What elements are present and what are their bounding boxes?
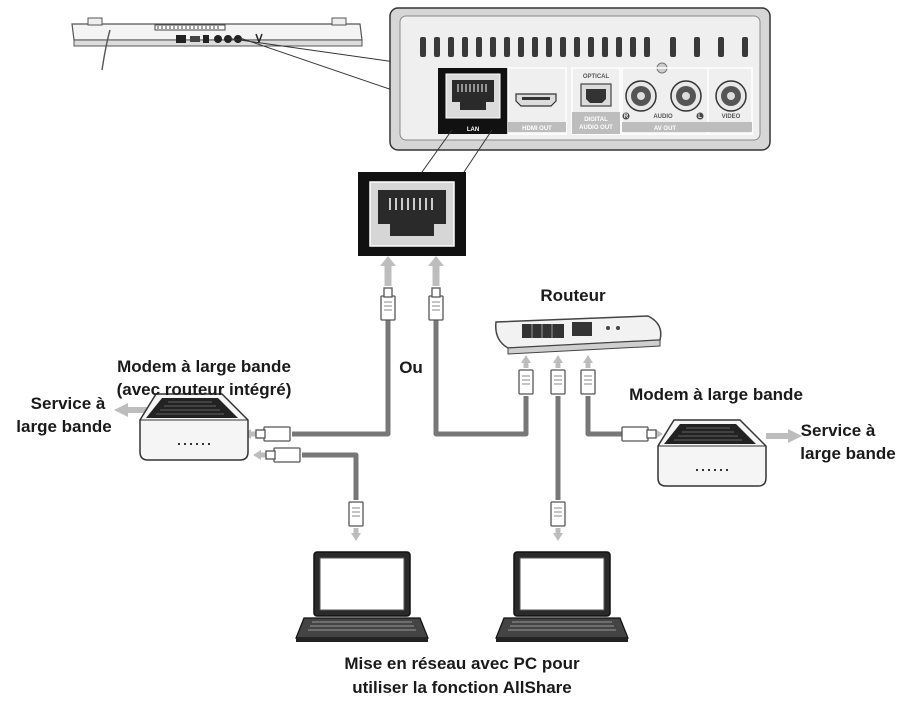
audio-r-label: R: [624, 114, 629, 120]
rear-panel-zoom: LAN HDMI OUT OPTICAL DIGITAL AUDIO OUT: [389, 7, 771, 151]
service-gauche-line2: large bande: [16, 417, 111, 436]
hdmi-out-label: HDMI OUT: [522, 126, 552, 132]
modem-integre-label-line2: (avec routeur intégré): [117, 380, 292, 399]
optical-label: OPTICAL: [583, 74, 610, 80]
routeur-label: Routeur: [540, 286, 606, 305]
optical-port: OPTICAL DIGITAL AUDIO OUT: [571, 67, 621, 135]
service-gauche-line1: Service à: [31, 394, 106, 413]
digital-label: DIGITAL: [584, 117, 608, 123]
lan-label: LAN: [467, 127, 479, 133]
router: [495, 315, 662, 355]
audio-label: AUDIO: [653, 114, 673, 120]
pc-caption-line1: Mise en réseau avec PC pour: [344, 654, 580, 673]
av-out-label: AV OUT: [654, 126, 677, 132]
laptop-left: [295, 551, 429, 642]
service-droite-line1: Service à: [801, 421, 876, 440]
hdmi-port: HDMI OUT: [507, 67, 567, 135]
lan-port: LAN: [438, 68, 508, 134]
ou-label: Ou: [399, 358, 423, 377]
modem: [657, 419, 767, 487]
pc-caption-line2: utiliser la fonction AllShare: [352, 678, 571, 697]
audio-l-label: L: [698, 114, 702, 120]
modem-droite-label: Modem à large bande: [629, 385, 803, 404]
modem-integrated-router: [139, 393, 249, 461]
modem-integre-label-line1: Modem à large bande: [117, 357, 291, 376]
audio-out-label: AUDIO OUT: [579, 125, 613, 131]
av-out-ports: R AUDIO L VIDEO AV OUT: [621, 67, 753, 135]
service-droite-line2: large bande: [800, 444, 895, 463]
lan-port-enlarged: [358, 172, 466, 256]
laptop-right: [495, 551, 629, 642]
video-label: VIDEO: [722, 114, 741, 120]
blu-ray-player: [71, 17, 363, 71]
